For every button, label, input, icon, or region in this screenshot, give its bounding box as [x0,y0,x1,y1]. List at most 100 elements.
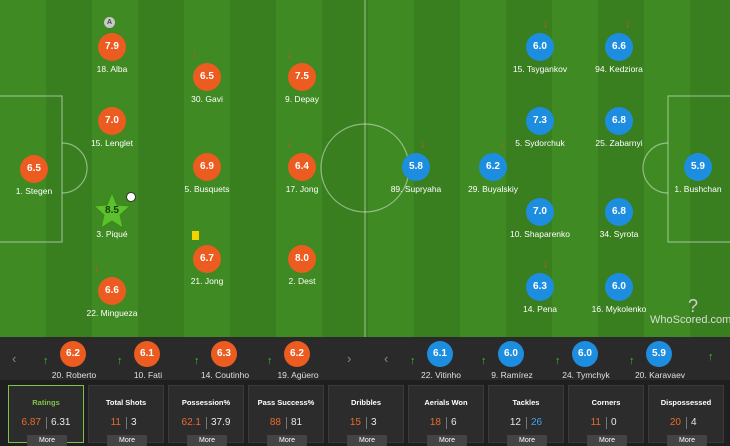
player-syrota[interactable]: 6.8 34. Syrota [571,198,667,244]
player-name: 5. Busquets [184,184,230,194]
player-buyalskiy[interactable]: ↓ 6.2 29. Buyalskiy [445,139,541,199]
player-tsygankov[interactable]: ↓ 6.0 15. Tsygankov [492,19,588,79]
rating-badge: 5.9 [684,153,712,181]
sub-on-arrow-icon: ↑ [481,355,487,367]
rating-badge: 6.3 [211,341,237,367]
player-name: 18. Alba [96,64,128,74]
player-name: 14. Coutinho [200,370,250,380]
sub-ramirez[interactable]: ↑ 6.0 9. Ramírez [464,341,560,381]
more-button[interactable]: More [187,435,227,446]
more-button[interactable]: More [427,435,467,446]
pitch: 6.5 1. Stegen A 7.9 18. Alba 7.0 15. Len… [0,0,730,337]
player-name: 34. Syrota [599,229,639,239]
sub-fati[interactable]: ↑ 6.1 10. Fati [100,341,196,381]
player-name: 94. Kedziora [595,64,643,74]
rating-badge: 6.0 [498,341,524,367]
player-dest[interactable]: 8.0 2. Dest [254,245,350,291]
player-name: 1. Bushchan [674,184,722,194]
player-busquets[interactable]: 6.9 5. Busquets [159,153,255,199]
home-value: 11 [110,417,121,428]
sub-coutinho[interactable]: ↑ 6.3 14. Coutinho [177,341,273,381]
player-sydorchuk[interactable]: 7.3 5. Sydorchuk [492,107,588,153]
player-shaparenko[interactable]: 7.0 10. Shaparenko [492,198,588,244]
player-bushchan[interactable]: 5.9 1. Bushchan [650,153,730,199]
rating-badge: 6.3 [526,273,554,301]
sub-off-arrow-icon: ↓ [192,49,197,60]
stat-title: Dispossessed [660,398,712,407]
rating-badge: 5.8 [402,153,430,181]
rating-badge: 6.8 [605,198,633,226]
sub-karavaev[interactable]: ↑ 5.9 20. Karavaev [612,341,708,381]
goal-ball-icon [126,192,136,202]
home-value: 88 [269,417,281,428]
sub-roberto[interactable]: ↑ 6.2 20. Roberto [26,341,122,381]
sub-off-arrow-icon: ↓ [287,49,292,60]
rating-badge: 6.2 [479,153,507,181]
chevron-right-icon[interactable]: › [347,351,352,366]
home-value: 18 [429,417,441,428]
player-gavi[interactable]: ↓ 6.5 30. Gavi [159,49,255,109]
more-button[interactable]: More [107,435,147,446]
more-button[interactable]: More [27,435,67,446]
player-supryaha[interactable]: ↓ 5.8 89. Supryaha [368,139,464,199]
sub-aguero[interactable]: ↑ 6.2 19. Agüero [250,341,346,381]
rating-badge: 5.9 [646,341,672,367]
player-pique[interactable]: 8.5 3. Piqué [64,192,160,244]
player-name: 17. Jong [285,184,319,194]
sub-on-arrow-icon: ↑ [194,355,200,367]
player-stegen[interactable]: 6.5 1. Stegen [0,155,82,201]
rating-badge: 6.0 [526,33,554,61]
rating-badge: 6.4 [288,153,316,181]
chevron-left-icon[interactable]: ‹ [384,351,389,366]
more-button[interactable]: More [507,435,547,446]
sub-vitinho[interactable]: ↑ 6.1 22. Vitinho [393,341,489,381]
rating-badge: 6.6 [98,277,126,305]
player-jong-21[interactable]: 6.7 21. Jong [159,231,255,291]
rating-badge: 6.6 [605,33,633,61]
player-name: 89. Supryaha [390,184,442,194]
player-zabarnyi[interactable]: 6.8 25. Zabarnyi [571,107,667,153]
home-value: 62.1 [181,417,201,428]
substitutes-bar: ‹ › ‹ ↑ 6.2 20. Roberto ↑ 6.1 10. Fati ↑… [0,337,730,380]
rating-badge: 7.0 [526,198,554,226]
player-alba[interactable]: A 7.9 18. Alba [64,17,160,79]
player-name: 21. Jong [190,276,224,286]
away-value: 4 [691,417,697,428]
sub-off-arrow-icon: ↓ [543,19,548,30]
sub-off-arrow-icon: ↓ [500,139,505,150]
pitch-markings [0,0,730,337]
stat-title: Ratings [32,398,60,407]
player-name: 5. Sydorchuk [515,138,565,148]
player-jong-17[interactable]: ↓ 6.4 17. Jong [254,139,350,199]
player-depay[interactable]: ↓ 7.5 9. Depay [254,49,350,109]
sub-on-arrow-icon: ↑ [555,355,561,367]
home-value: 6.87 [21,417,41,428]
player-mingueza[interactable]: ↓ 6.6 22. Mingueza [64,263,160,323]
stat-title: Total Shots [105,398,147,407]
more-button[interactable]: More [267,435,307,446]
sub-on-arrow-icon: ↑ [267,355,273,367]
player-pena[interactable]: ↓ 6.3 14. Pena [492,259,588,319]
stat-title: Aerials Won [424,398,468,407]
rating-badge: 6.5 [193,63,221,91]
player-name: 14. Pena [522,304,558,314]
sub-on-arrow-icon: ↑ [629,355,635,367]
chevron-left-icon[interactable]: ‹ [12,351,17,366]
player-lenglet[interactable]: 7.0 15. Lenglet [64,107,160,153]
more-button[interactable]: More [347,435,387,446]
player-name: 2. Dest [288,276,316,286]
sub-tymchyk[interactable]: ↑ 6.0 24. Tymchyk [538,341,634,381]
more-button[interactable]: More [587,435,627,446]
player-mykolenko[interactable]: 6.0 16. Mykolenko [571,273,667,319]
more-button[interactable]: More [667,435,707,446]
player-kedziora[interactable]: ↓ 6.6 94. Kedziora [571,19,667,79]
